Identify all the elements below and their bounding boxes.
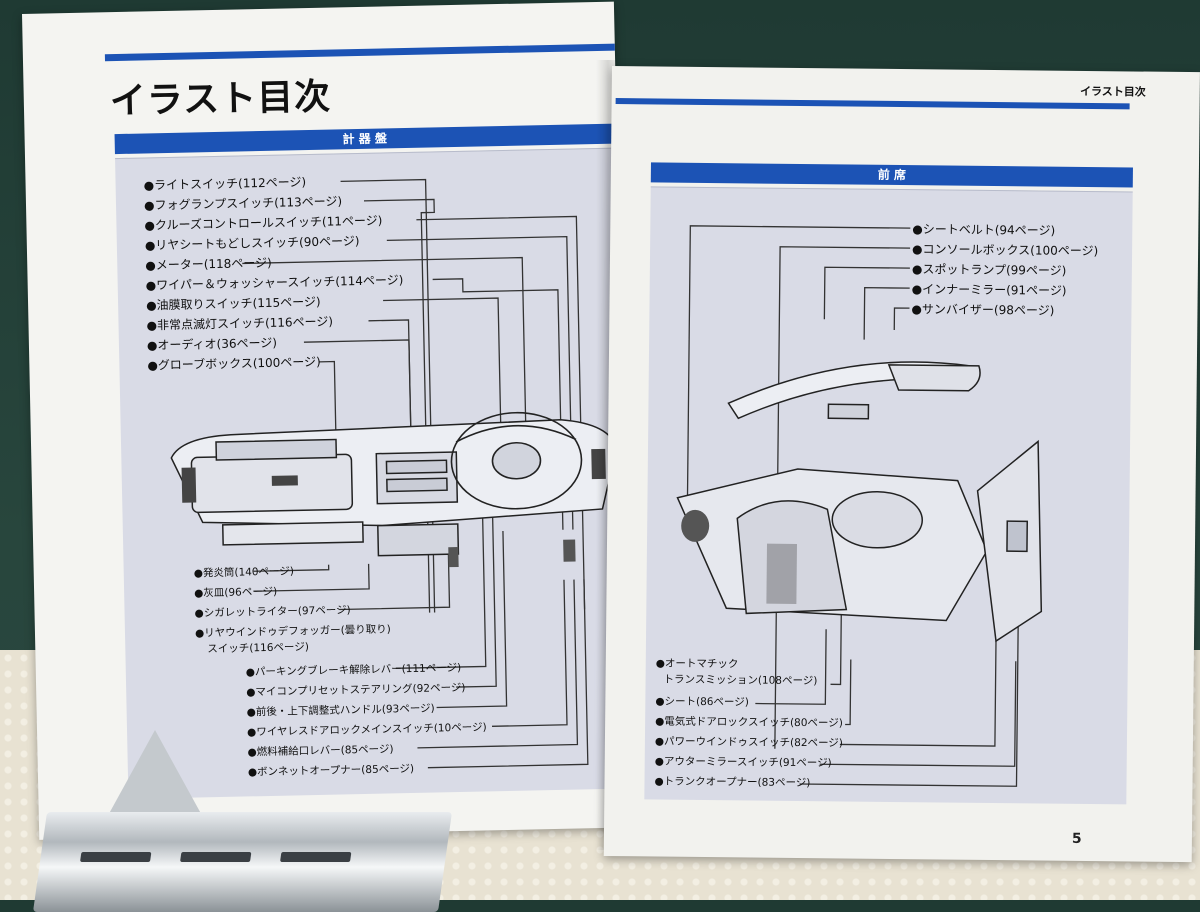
right-page: イラスト目次 前 席 bbox=[603, 66, 1200, 863]
label-rear-defogger-switch: スイッチ(116ページ) bbox=[207, 641, 309, 656]
header-rule bbox=[615, 98, 1130, 110]
label-flare: ●発炎筒(140ページ) bbox=[193, 565, 295, 580]
front-seat-illustration bbox=[676, 225, 1043, 787]
plate-slot bbox=[180, 852, 252, 862]
left-page: イラスト目次 計 器 盤 bbox=[22, 1, 632, 840]
section-bar-front-seat: 前 席 bbox=[650, 162, 1133, 188]
label-spot-lamp: ●スポットランプ(99ページ) bbox=[911, 262, 1067, 278]
label-audio: ●オーディオ(36ページ) bbox=[146, 335, 278, 353]
label-fuel-lid-lever: ●燃料補給口レバー(85ページ) bbox=[247, 743, 394, 759]
plate-slot bbox=[80, 852, 152, 862]
label-automatic: ●オートマチック bbox=[655, 657, 739, 671]
diagram-panel-right: ●シートベルト(94ページ) ●コンソールボックス(100ページ) ●スポットラ… bbox=[644, 186, 1133, 805]
label-trunk-opener: ●トランクオープナー(83ページ) bbox=[654, 775, 811, 790]
label-transmission: トランスミッション(108ページ) bbox=[663, 673, 818, 688]
label-console-box: ●コンソールボックス(100ページ) bbox=[912, 242, 1099, 259]
page-number-right: 5 bbox=[1071, 830, 1082, 847]
label-sun-visor: ●サンバイザー(98ページ) bbox=[911, 302, 1055, 318]
label-ashtray: ●灰皿(96ページ) bbox=[194, 585, 278, 600]
running-header: イラスト目次 bbox=[1079, 84, 1146, 99]
title-rule bbox=[104, 43, 615, 62]
label-power-window-switch: ●パワーウインドゥスイッチ(82ページ) bbox=[654, 735, 843, 750]
page-title: イラスト目次 bbox=[109, 76, 332, 123]
label-glove-box: ●グローブボックス(100ページ) bbox=[147, 354, 321, 373]
plate-slot bbox=[280, 852, 352, 862]
label-seat-belt: ●シートベルト(94ページ) bbox=[912, 222, 1056, 238]
diagram-panel-left: ●ライトスイッチ(112ページ) ●フォグランプスイッチ(113ページ) ●クル… bbox=[115, 147, 629, 799]
label-meter: ●メーター(118ページ) bbox=[145, 255, 272, 273]
label-power-door-lock-switch: ●電気式ドアロックスイッチ(80ページ) bbox=[655, 715, 843, 730]
label-light-switch: ●ライトスイッチ(112ページ) bbox=[143, 175, 307, 193]
metal-plate bbox=[32, 812, 453, 912]
label-outer-mirror-switch: ●アウターミラースイッチ(91ページ) bbox=[654, 755, 832, 770]
label-inner-mirror: ●インナーミラー(91ページ) bbox=[911, 282, 1067, 298]
label-seat: ●シート(86ページ) bbox=[655, 695, 749, 709]
dashboard-illustration bbox=[170, 178, 618, 769]
